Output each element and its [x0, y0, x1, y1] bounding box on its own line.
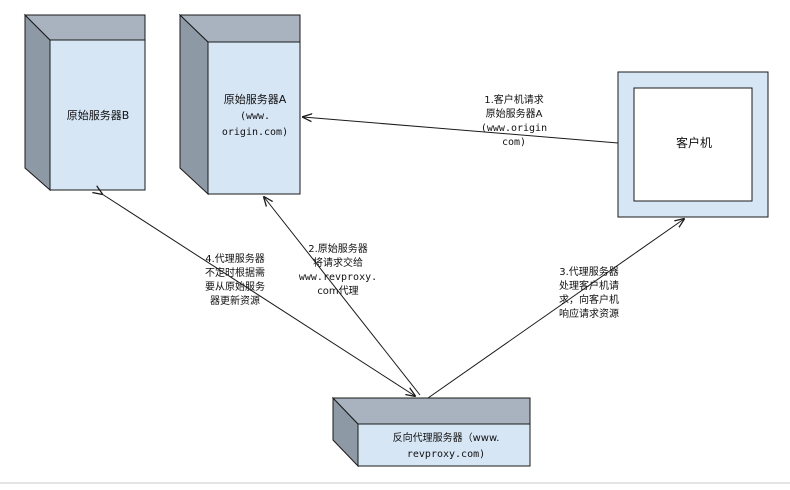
server-a-node: 原始服务器A (www. origin.com): [178, 13, 301, 196]
edge-2-label-line-2: 将请求交给: [313, 256, 363, 269]
edge-2-label-line-3: www.revproxy.: [299, 272, 377, 283]
edge-3-label-line-3: 求，向客户机: [559, 293, 619, 306]
edge-4-label-line-2: 不定时根据需: [205, 266, 265, 279]
edge-1-label-line-4: com): [502, 137, 526, 148]
edge-3-label-line-2: 处理客户机请: [559, 279, 619, 292]
edge-4-label: 4.代理服务器 不定时根据需 要从原始服务 器更新资源: [205, 252, 265, 307]
edge-proxy-to-server-b: [102, 194, 415, 396]
server-a-label-line-1: 原始服务器A: [224, 92, 287, 106]
edge-4-label-line-3: 要从原始服务: [205, 280, 265, 293]
edge-1-label-line-1: 1.客户机请求: [484, 93, 544, 106]
edge-1-label-line-3: (www.origin: [481, 123, 547, 134]
client-label: 客户机: [676, 135, 712, 150]
edge-3-label: 3.代理服务器 处理客户机请 求，向客户机 响应请求资源: [559, 265, 619, 320]
edge-client-to-server-a: [303, 117, 619, 144]
edge-2-label-line-1: 2.原始服务器: [308, 242, 368, 255]
edge-1-label: 1.客户机请求 原始服务器A (www.origin com): [481, 93, 547, 148]
edge-2-label-line-4: com代理: [317, 285, 358, 297]
edge-3-label-line-1: 3.代理服务器: [559, 265, 619, 278]
server-a-label-line-3: origin.com): [222, 127, 288, 138]
edge-4-label-line-4: 器更新资源: [210, 294, 260, 307]
edge-3-label-line-4: 响应请求资源: [559, 307, 619, 320]
edge-proxy-to-client: [427, 219, 684, 399]
edge-4-label-line-1: 4.代理服务器: [205, 252, 265, 265]
edge-2-label: 2.原始服务器 将请求交给 www.revproxy. com代理: [299, 242, 377, 297]
server-b-node: 原始服务器B: [23, 13, 146, 192]
proxy-label-line-2: revproxy.com): [407, 449, 485, 460]
server-a-label-line-2: (www.: [240, 111, 270, 122]
server-b-label: 原始服务器B: [67, 108, 130, 122]
proxy-node: 反向代理服务器（www. revproxy.com): [331, 396, 531, 468]
client-node: 客户机: [617, 71, 769, 218]
edge-1-label-line-2: 原始服务器A: [486, 107, 543, 120]
proxy-label-line-1: 反向代理服务器（www.: [393, 431, 500, 444]
